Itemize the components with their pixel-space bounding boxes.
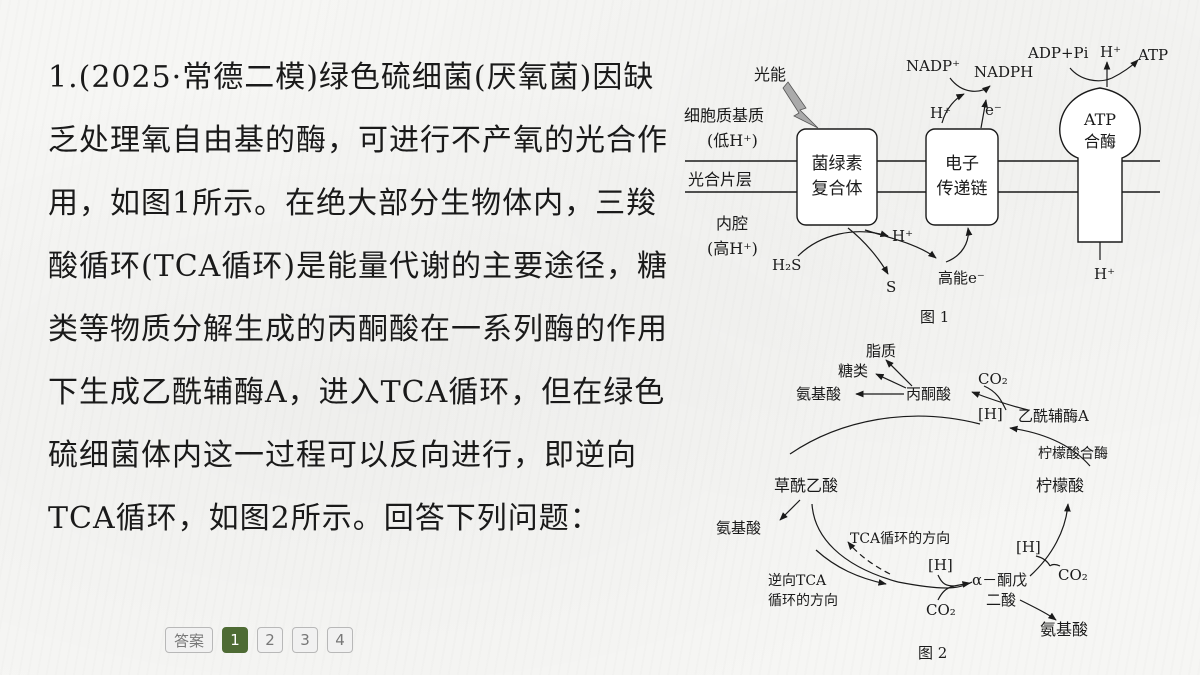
membrane-label: 光合片层 [688, 170, 752, 189]
stroma-label-2: (低H⁺) [707, 131, 758, 150]
page-button-4[interactable]: 4 [327, 627, 353, 653]
nadp-label: NADP⁺ [906, 57, 960, 75]
akg-to-amino-acid-arrow [1019, 599, 1057, 621]
h2s-oxidation-arrow [797, 230, 889, 257]
electron-to-chain-arrow [945, 227, 973, 263]
question-text-block: 1.(2025·常德二模)绿色硫细菌(厌氧菌)因缺乏处理氧自由基的酶，可进行不产… [48, 46, 678, 550]
figure2-caption: 图 2 [918, 644, 947, 662]
high-energy-electron-arrow [864, 229, 937, 259]
atp-synthase-shape [1059, 87, 1141, 243]
figures: ATP 合酶 菌绿素 复合体 电子 传递链 光能 细胞质基质 (低H⁺) 光合片… [680, 30, 1180, 674]
nadp-reduction-arrow [949, 77, 991, 94]
sulfur-label: S [886, 278, 896, 296]
tca-direction-label: TCA循环的方向 [850, 531, 950, 547]
atp-synthase-label-2: 合酶 [1084, 132, 1116, 151]
h-right-input [1035, 555, 1051, 567]
page-button-3[interactable]: 3 [292, 627, 318, 653]
reverse-tca-label-2: 循环的方向 [768, 593, 838, 609]
electron-transport-chain-box [925, 128, 999, 226]
lipid-label: 脂质 [866, 342, 896, 360]
electron-top-arrow [980, 99, 988, 129]
bacteriochlorophyll-complex-box [796, 128, 878, 226]
h-top-label: [H] [978, 405, 1003, 423]
adp-pi-label: ADP+Pi [1027, 44, 1089, 62]
chain-label-1: 电子 [945, 154, 979, 174]
h-plus-bottom-label: H⁺ [1094, 265, 1115, 283]
reverse-cycle-arc-left [811, 503, 899, 583]
pyruvate-to-lipid-arrow [885, 359, 913, 387]
tca-direction-dashed-arrow [847, 541, 891, 575]
atp-synthase-label-1: ATP [1083, 110, 1116, 129]
atp-synthesis-arrow [1069, 59, 1139, 82]
co2-top-label: CO₂ [978, 370, 1008, 388]
oxaloacetate-to-amino-acid-arrow [779, 499, 801, 521]
answer-pager: 答案 1 2 3 4 [165, 627, 353, 653]
reverse-tca-label-1: 逆向TCA [768, 573, 827, 589]
h-right-label: [H] [1016, 538, 1041, 556]
atp-label: ATP [1137, 46, 1168, 64]
h-plus-top-label: H⁺ [930, 104, 951, 122]
pyruvate-label: 丙酮酸 [906, 385, 951, 403]
amino-acid-1-label: 氨基酸 [796, 385, 841, 403]
nadph-label: NADPH [974, 63, 1033, 81]
figure-2: 脂质 糖类 氨基酸 丙酮酸 CO₂ [H] 乙酰辅酶A 柠檬酸合酶 草酰乙酸 柠… [716, 342, 1108, 662]
akg-label-1: α－酮戊 [972, 571, 1027, 589]
lumen-label-1: 内腔 [716, 214, 748, 233]
h2s-label: H₂S [772, 256, 801, 274]
lumen-label-2: (高H⁺) [707, 239, 758, 258]
h-mid-label: [H] [928, 556, 953, 574]
citrate-enzyme-label: 柠檬酸合酶 [1038, 446, 1108, 462]
h-plus-top-arrow [941, 93, 965, 124]
answer-button[interactable]: 答案 [165, 627, 213, 653]
reverse-tca-direction-arrow [815, 549, 887, 586]
acetyl-coa-label: 乙酰辅酶A [1018, 407, 1089, 425]
pyruvate-to-sugar-arrow [875, 373, 907, 389]
co2-mid-label: CO₂ [926, 601, 956, 619]
chain-label-2: 传递链 [937, 179, 988, 199]
akg-label-2: 二酸 [986, 591, 1016, 609]
co2-mid-input [937, 585, 955, 601]
amino-acid-3-label: 氨基酸 [1040, 620, 1088, 639]
high-energy-electron-label: 高能e⁻ [938, 269, 985, 287]
question-text: 1.(2025·常德二模)绿色硫细菌(厌氧菌)因缺乏处理氧自由基的酶，可进行不产… [48, 60, 669, 536]
page-button-1[interactable]: 1 [222, 627, 248, 653]
sulfur-product-arrow [847, 227, 889, 275]
figure-svg: ATP 合酶 菌绿素 复合体 电子 传递链 光能 细胞质基质 (低H⁺) 光合片… [684, 43, 1168, 662]
complex-label-2: 复合体 [812, 179, 863, 199]
amino-acid-2-label: 氨基酸 [716, 519, 761, 537]
page-button-2[interactable]: 2 [257, 627, 283, 653]
stroma-label-1: 细胞质基质 [684, 106, 764, 125]
cycle-arc-top-right [1009, 425, 1091, 467]
h-plus-mid-label: H⁺ [892, 227, 913, 245]
figure1-caption: 图 1 [920, 308, 949, 326]
complex-label-1: 菌绿素 [812, 154, 863, 174]
light-bolt-icon [782, 81, 819, 129]
cycle-arc-top-left [789, 415, 981, 455]
h-mid-input [937, 574, 955, 587]
co2-right-label: CO₂ [1058, 566, 1088, 584]
to-akg-arrow [953, 581, 971, 588]
citrate-label: 柠檬酸 [1036, 476, 1084, 495]
akg-to-citrate-arrow [1029, 503, 1071, 577]
light-energy-label: 光能 [754, 65, 786, 84]
oxaloacetate-label: 草酰乙酸 [774, 476, 838, 495]
electron-top-label: e⁻ [985, 101, 1002, 119]
co2-input-line [983, 385, 1007, 411]
h-plus-adp-label: H⁺ [1100, 43, 1121, 61]
acetyl-coa-to-pyruvate-arrow [971, 391, 1029, 411]
co2-right-input [1049, 563, 1061, 567]
figure-1: ATP 合酶 菌绿素 复合体 电子 传递链 光能 细胞质基质 (低H⁺) 光合片… [684, 43, 1168, 326]
sugar-label: 糖类 [838, 362, 868, 380]
